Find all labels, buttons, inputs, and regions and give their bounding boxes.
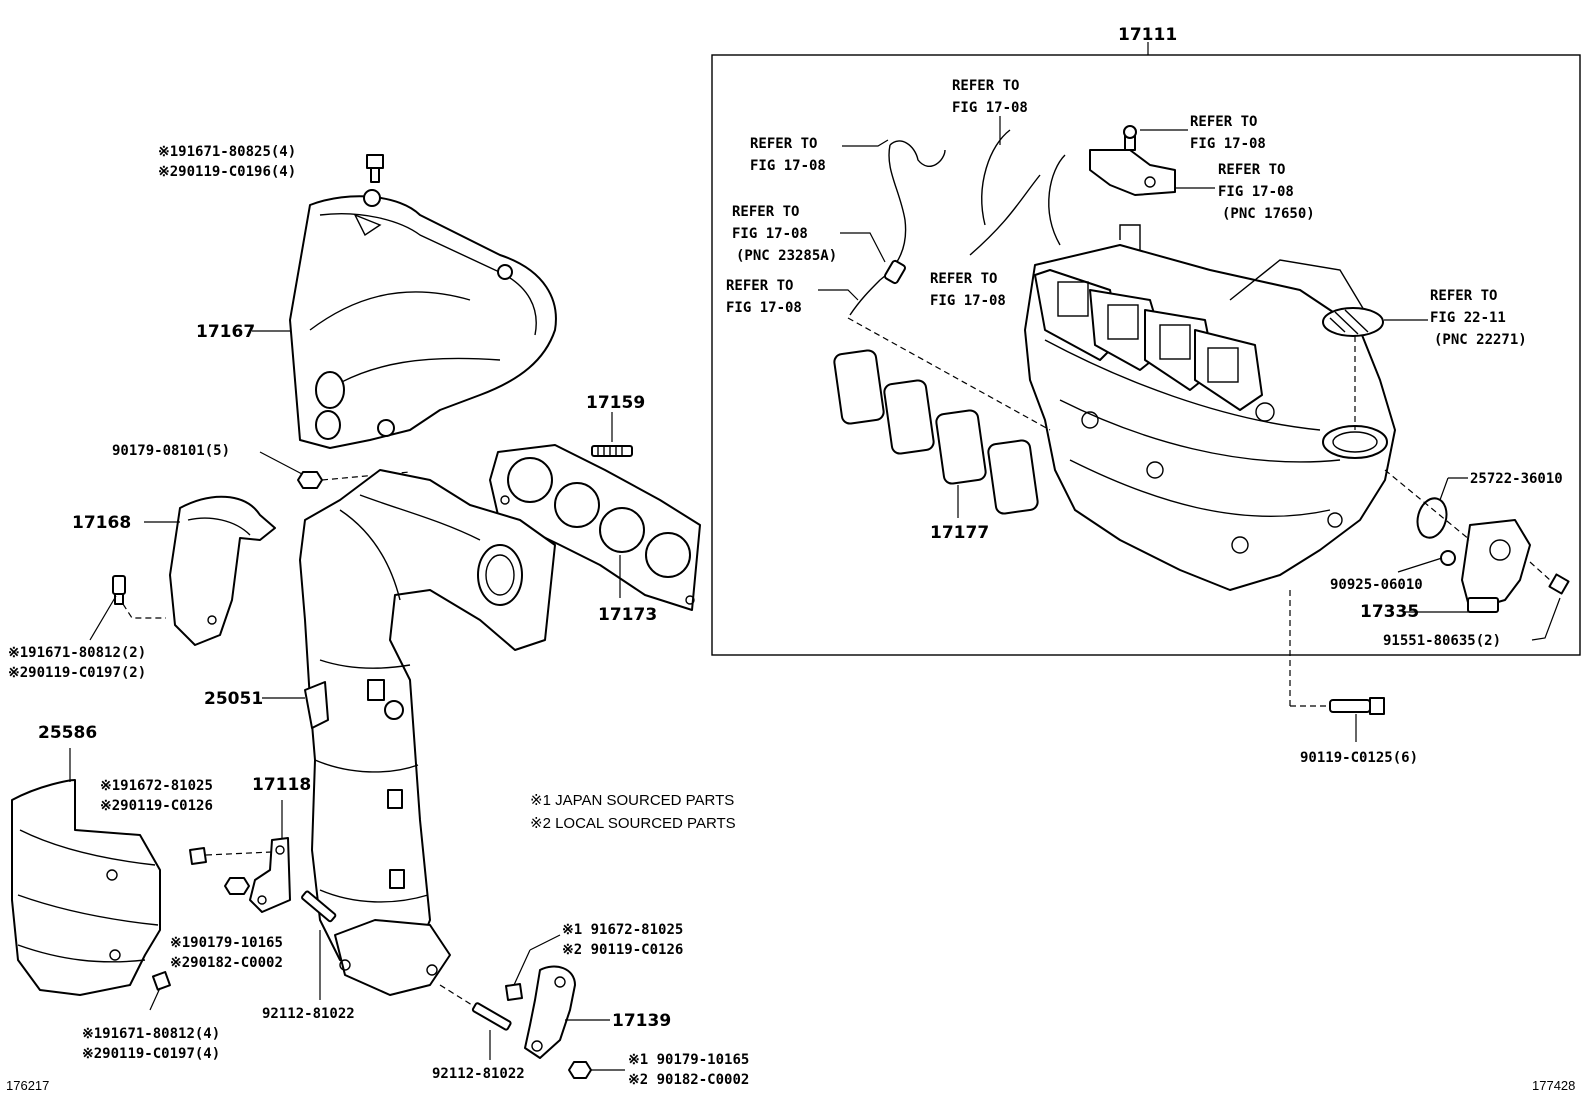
label-17173: 17173 — [598, 605, 657, 625]
label-17167: 17167 — [196, 322, 255, 342]
refer-2-line1: REFER TO — [952, 78, 1019, 94]
nut-90179-08101: 90179-08101(5) — [112, 443, 411, 489]
refer-4-line1: REFER TO — [1218, 162, 1285, 178]
callout-290119-C0196: ※290119-C0196(4) — [158, 164, 296, 180]
label-17139: 17139 — [612, 1011, 671, 1031]
callout-190179-10165: ※190179-10165 — [170, 935, 283, 951]
callout-91551-80635: 91551-80635(2) — [1383, 633, 1501, 649]
callout-191671-80812-4: ※191671-80812(4) — [82, 1026, 220, 1042]
intake-manifold-illustration — [1024, 224, 1396, 591]
label-17118: 17118 — [252, 775, 311, 795]
corner-id-left: 176217 — [6, 1078, 49, 1093]
stud-92112-81022-b: 92112-81022 — [432, 984, 525, 1082]
refer-3-line1: REFER TO — [1190, 114, 1257, 130]
throttle-gasket-illustration — [1322, 307, 1384, 430]
label-25051: 25051 — [204, 689, 263, 709]
sensor-assembly-17335 — [1384, 469, 1570, 613]
refer-5-line2: FIG 17-08 — [732, 226, 808, 242]
callout-25722-36010: 25722-36010 — [1470, 471, 1563, 487]
callout-92112-81022-b: 92112-81022 — [432, 1066, 525, 1082]
stud-92112-81022-a: 92112-81022 — [262, 890, 355, 1022]
bracket-17118: 17118 ※191672-81025 ※290119-C0126 ※19017… — [100, 775, 311, 971]
intake-manifold-frame — [711, 54, 1581, 656]
refer-8-line2: FIG 22-11 — [1430, 310, 1506, 326]
callout-90925-06010: 90925-06010 — [1330, 577, 1423, 593]
label-17111: 17111 — [1118, 25, 1177, 45]
callout-90182-C0002-b: ※2 90182-C0002 — [628, 1072, 749, 1088]
vsv-bracket — [1089, 125, 1176, 196]
label-17335: 17335 — [1360, 602, 1419, 622]
refer-8-line1: REFER TO — [1430, 288, 1497, 304]
vacuum-hoses — [849, 129, 1066, 316]
refer-1-line2: FIG 17-08 — [750, 158, 826, 174]
callout-90179-10165-b: ※1 90179-10165 — [628, 1052, 749, 1068]
bracket-17139: 17139 ※1 91672-81025 ※2 90119-C0126 ※1 9… — [505, 922, 749, 1088]
label-17168: 17168 — [72, 513, 131, 533]
bolt-25586: ※191671-80812(4) ※290119-C0197(4) — [82, 971, 220, 1062]
callout-191672-81025: ※191672-81025 — [100, 778, 213, 794]
callout-90119-C0126-b: ※2 90119-C0126 — [562, 942, 683, 958]
refer-1-line1: REFER TO — [750, 136, 817, 152]
stud-17159: 17159 — [586, 393, 645, 457]
bolt-top-insulator: ※191671-80825(4) ※290119-C0196(4) — [158, 144, 384, 183]
label-17159: 17159 — [586, 393, 645, 413]
callout-290182-C0002: ※290182-C0002 — [170, 955, 283, 971]
label-17177: 17177 — [930, 523, 989, 543]
refer-7-line1: REFER TO — [930, 271, 997, 287]
callout-191671-80812-2: ※191671-80812(2) — [8, 645, 146, 661]
callout-290119-C0197-2: ※290119-C0197(2) — [8, 665, 146, 681]
note-local-sourced: ※2 LOCAL SOURCED PARTS — [530, 815, 736, 832]
refer-7-line2: FIG 17-08 — [930, 293, 1006, 309]
callout-191671-80825: ※191671-80825(4) — [158, 144, 296, 160]
intake-manifold-group: 17111 — [711, 25, 1581, 656]
corner-id-right: 177428 — [1532, 1078, 1575, 1093]
bolt-90119-C0125: 90119-C0125(6) — [1289, 590, 1418, 766]
refer-4-line2: FIG 17-08 — [1218, 184, 1294, 200]
callout-290119-C0126: ※290119-C0126 — [100, 798, 213, 814]
refer-6-line1: REFER TO — [726, 278, 793, 294]
callout-91672-81025: ※1 91672-81025 — [562, 922, 683, 938]
callout-290119-C0197-4: ※290119-C0197(4) — [82, 1046, 220, 1062]
label-25586: 25586 — [38, 723, 97, 743]
exhaust-manifold-25051: 25051 — [204, 469, 556, 996]
refer-2-line2: FIG 17-08 — [952, 100, 1028, 116]
refer-5-line3: (PNC 23285A) — [736, 248, 837, 264]
refer-4-line3: (PNC 17650) — [1222, 206, 1315, 222]
refer-5-line1: REFER TO — [732, 204, 799, 220]
refer-3-line2: FIG 17-08 — [1190, 136, 1266, 152]
refer-6-line2: FIG 17-08 — [726, 300, 802, 316]
callout-90179-08101: 90179-08101(5) — [112, 443, 230, 459]
callout-90119-C0125: 90119-C0125(6) — [1300, 750, 1418, 766]
heat-insulator-17167: 17167 — [196, 189, 557, 449]
refer-8-line3: (PNC 22271) — [1434, 332, 1527, 348]
bolt-17168: ※191671-80812(2) ※290119-C0197(2) — [8, 575, 166, 681]
intake-gaskets-17177: 17177 — [833, 349, 1039, 543]
heat-insulator-25586: 25586 — [11, 723, 161, 996]
heat-insulator-17168: 17168 — [72, 495, 276, 646]
callout-92112-81022-a: 92112-81022 — [262, 1006, 355, 1022]
note-japan-sourced: ※1 JAPAN SOURCED PARTS — [530, 792, 734, 809]
exhaust-gasket-17173: 17173 — [489, 444, 701, 625]
